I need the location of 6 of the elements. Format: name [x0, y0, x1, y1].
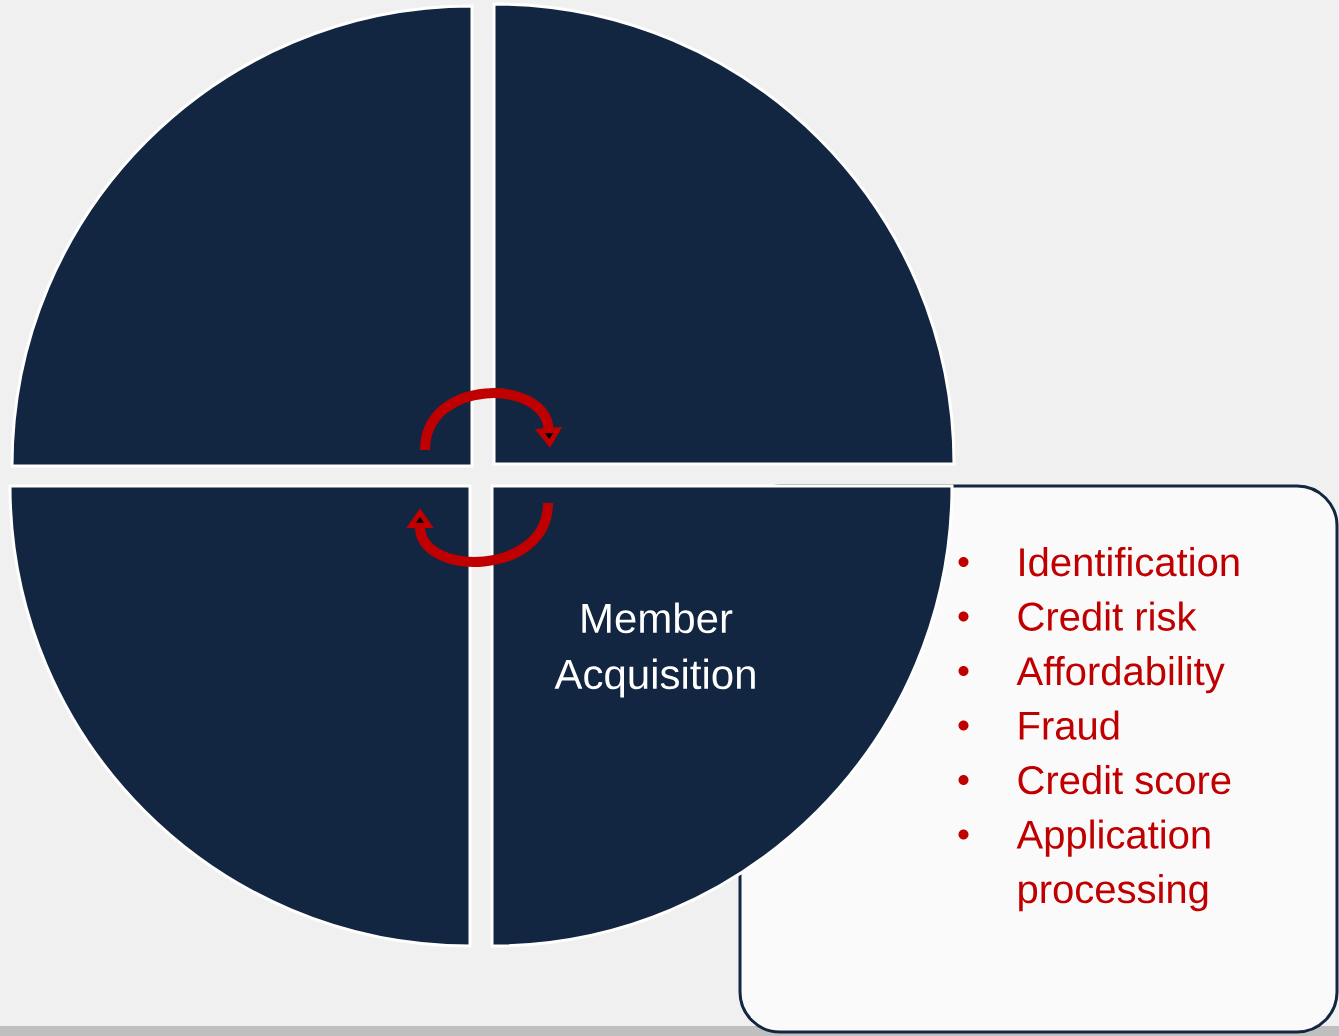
quadrant	[10, 4, 474, 468]
quadrant	[8, 484, 472, 948]
quadrant	[492, 2, 956, 466]
cycle-arrow	[406, 502, 553, 567]
cycle-arrow	[420, 388, 563, 451]
quadrant: Member Acquisition	[490, 484, 954, 948]
